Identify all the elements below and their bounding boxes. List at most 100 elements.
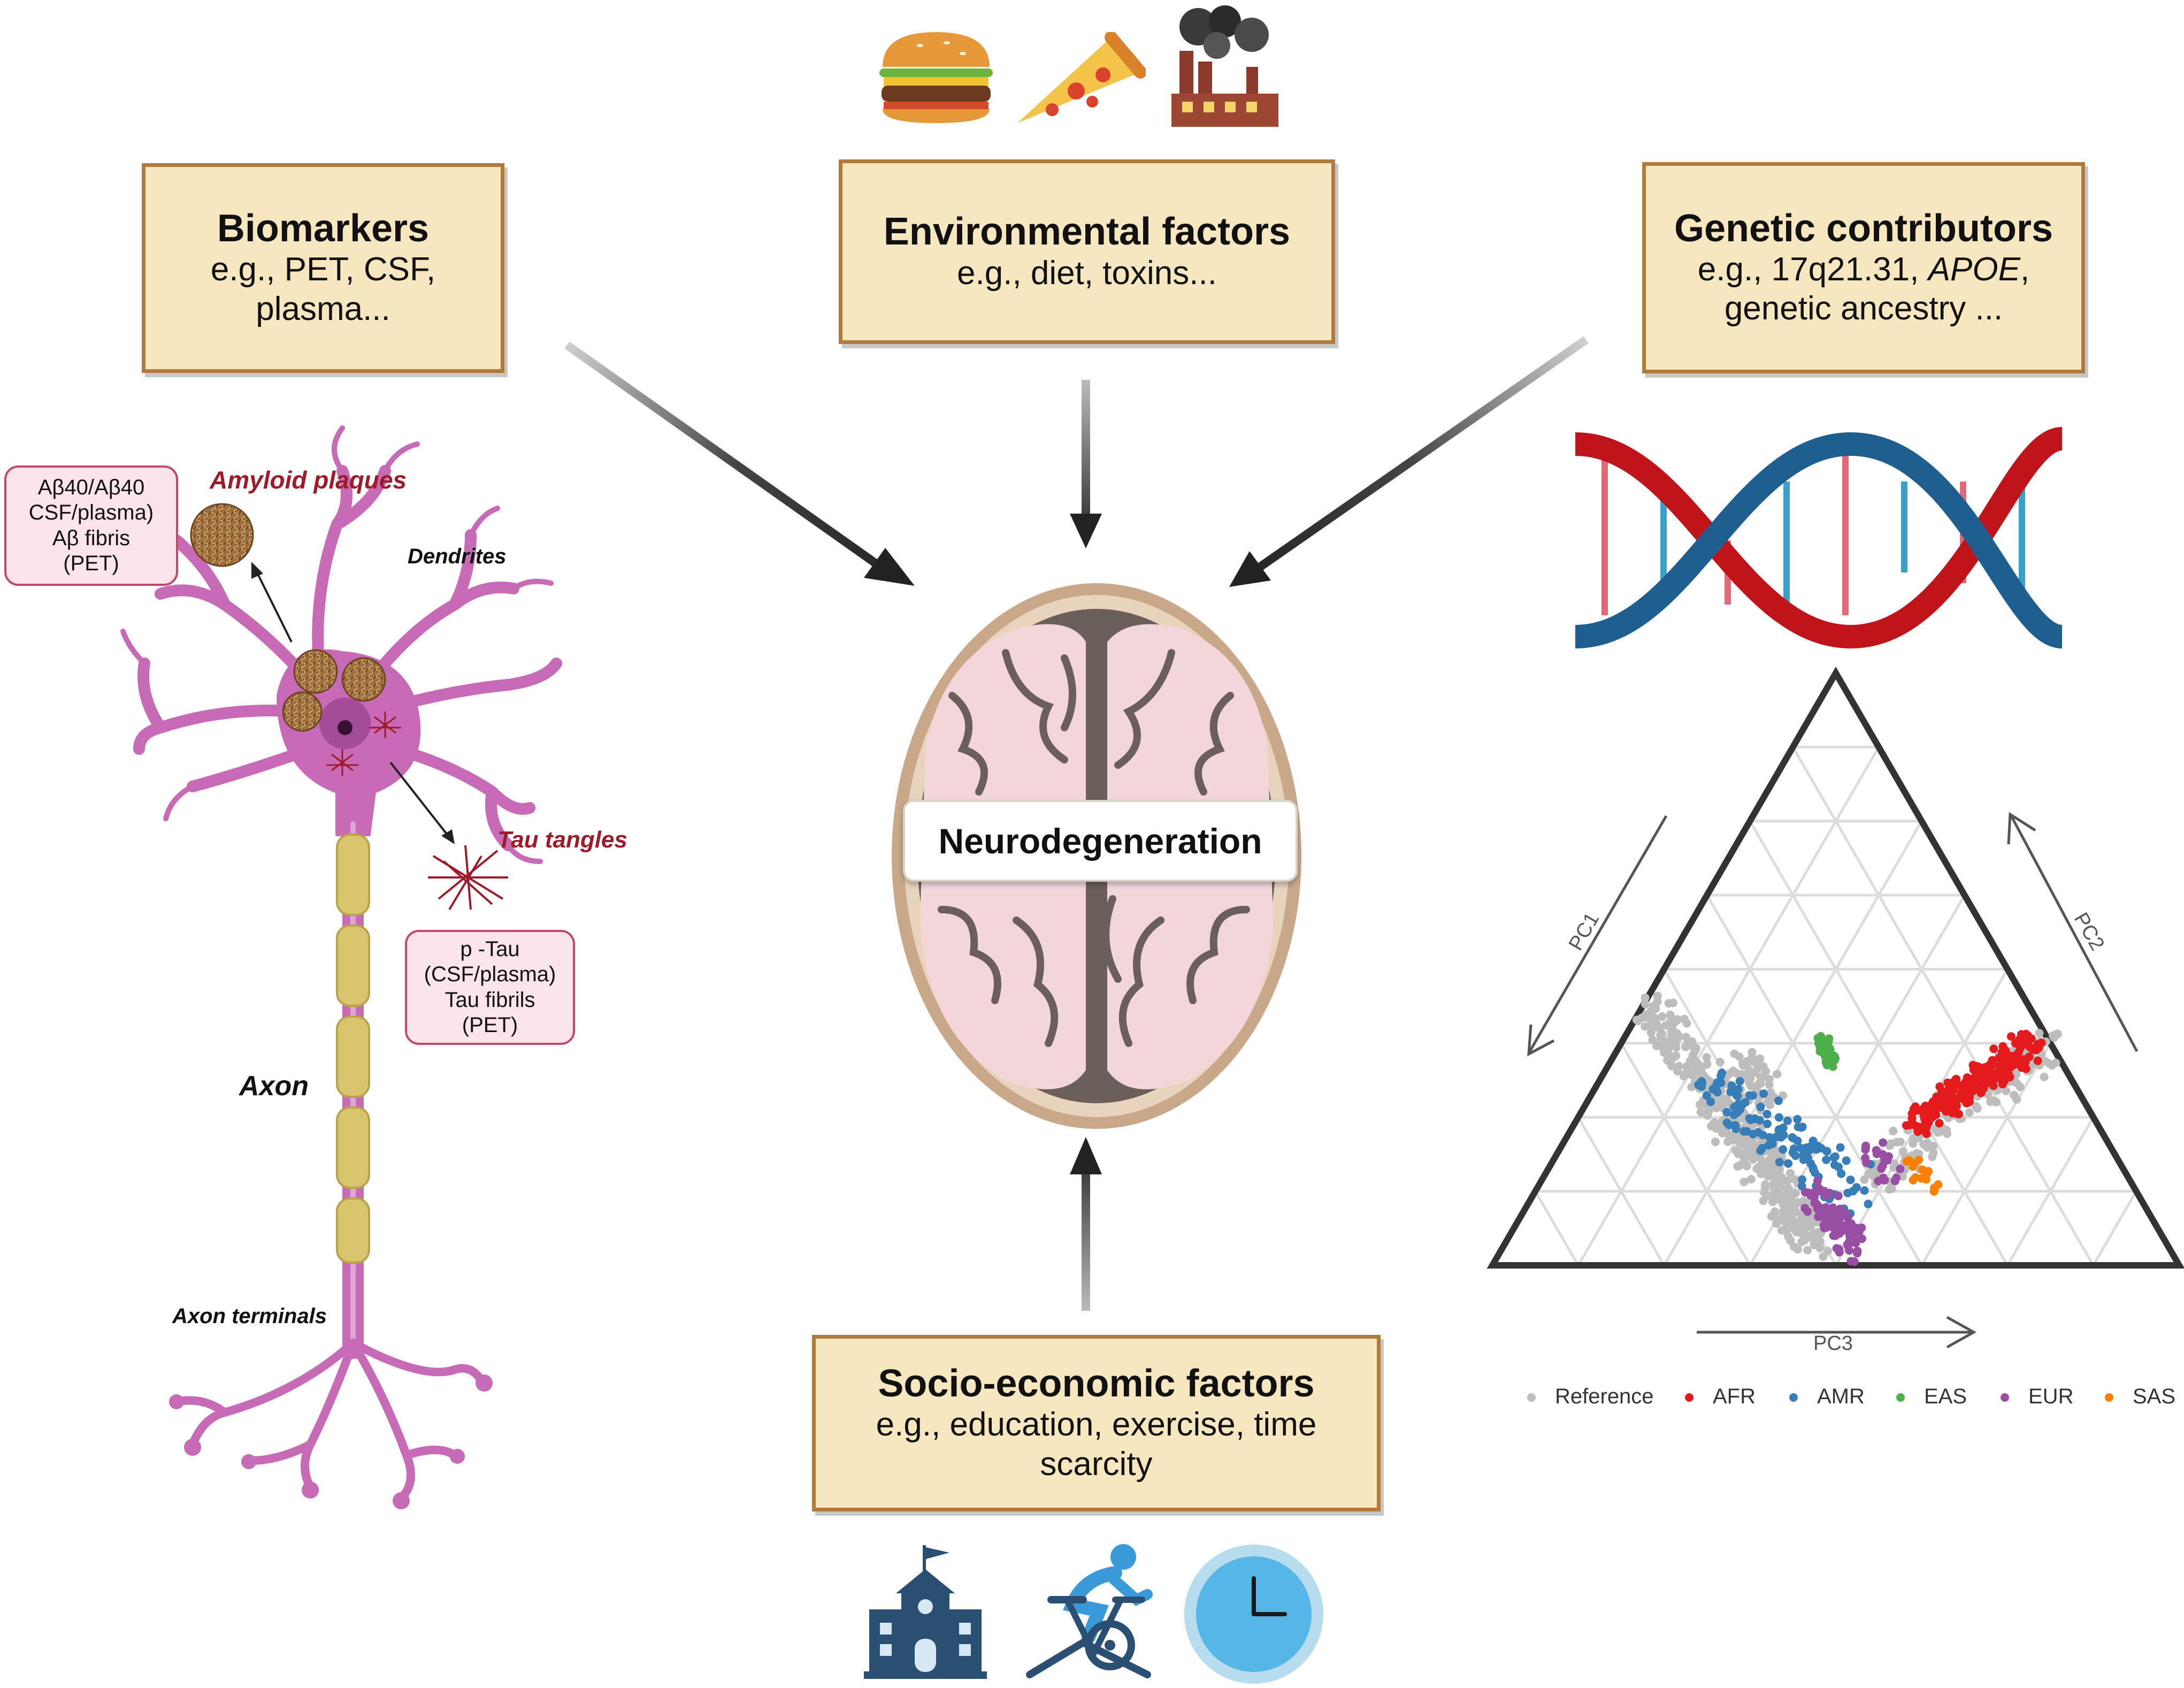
ternary-point-reference <box>1777 1226 1786 1235</box>
ternary-point-afr <box>1988 1056 1997 1065</box>
ternary-point-amr <box>1708 1084 1718 1094</box>
ternary-point-eur <box>1890 1177 1899 1186</box>
ternary-point-amr <box>1759 1089 1768 1098</box>
ternary-point-afr <box>1931 1098 1940 1107</box>
ternary-point-reference <box>1745 1079 1754 1088</box>
legend-dot <box>1527 1393 1536 1402</box>
ternary-point-eur <box>1846 1257 1856 1266</box>
ternary-point-reference <box>1813 1230 1822 1239</box>
ternary-point-reference <box>1790 1206 1799 1215</box>
ternary-point-reference <box>1697 1107 1706 1117</box>
ternary-point-amr <box>1746 1116 1755 1125</box>
axis-label-pc3: PC3 <box>1813 1332 1853 1355</box>
ternary-point-reference <box>1765 1094 1774 1103</box>
legend-dot <box>1685 1393 1693 1402</box>
ternary-point-amr <box>1776 1133 1785 1142</box>
ternary-point-reference <box>1973 1104 1982 1113</box>
ternary-point-reference <box>1819 1252 1828 1261</box>
ternary-point-amr <box>1822 1155 1831 1164</box>
legend-dot <box>1789 1393 1798 1402</box>
environmental-title: Environmental factors <box>883 210 1291 254</box>
ternary-point-amr <box>1749 1091 1757 1100</box>
ternary-point-afr <box>1929 1111 1938 1120</box>
ternary-point-reference <box>1965 1108 1974 1117</box>
socio-economic-title: Socio-economic factors <box>878 1362 1315 1406</box>
ternary-point-amr <box>1706 1097 1715 1106</box>
ternary-point-afr <box>1921 1102 1930 1110</box>
ternary-point-amr <box>1753 1128 1762 1137</box>
ternary-point-eas <box>1819 1041 1828 1049</box>
ternary-point-amr <box>1829 1153 1838 1162</box>
ternary-point-reference <box>1660 1048 1669 1057</box>
ternary-point-afr <box>1976 1088 1986 1097</box>
ternary-point-reference <box>1787 1196 1796 1205</box>
biomarkers-box: Biomarkers e.g., PET, CSF, plasma... <box>142 163 504 373</box>
ternary-point-eur <box>1822 1222 1831 1231</box>
ternary-point-afr <box>1914 1124 1923 1133</box>
ternary-point-afr <box>1968 1086 1977 1095</box>
legend-item-eur: EUR <box>2001 1385 2073 1409</box>
ternary-point-reference <box>1766 1167 1775 1176</box>
arrow-environmental <box>1070 380 1102 548</box>
ternary-point-eur <box>1834 1191 1843 1201</box>
legend-item-amr: AMR <box>1789 1385 1865 1409</box>
ternary-point-reference <box>1679 1072 1688 1081</box>
ternary-point-reference <box>1860 1175 1869 1184</box>
ternary-point-eur <box>1800 1204 1810 1212</box>
ternary-point-reference <box>2035 1029 2044 1037</box>
ternary-point-amr <box>1817 1144 1826 1153</box>
tau-tangles-label: Tau tangles <box>497 827 627 853</box>
myelin-sheaths <box>336 834 370 1264</box>
ternary-point-afr <box>1940 1094 1949 1103</box>
dna-helix-icon <box>1575 427 2064 649</box>
ternary-point-reference <box>1672 1029 1681 1038</box>
neurodegeneration-label: Neurodegeneration <box>903 800 1298 882</box>
ternary-point-reference <box>1690 1056 1699 1065</box>
biomarkers-title: Biomarkers <box>217 207 430 250</box>
ternary-point-amr <box>1800 1146 1809 1155</box>
ternary-point-reference <box>1653 991 1662 1000</box>
ternary-point-reference <box>1765 1075 1774 1083</box>
ternary-point-sas <box>1917 1174 1926 1183</box>
ternary-point-reference <box>1734 1149 1743 1158</box>
ternary-point-reference <box>1669 998 1678 1007</box>
ternary-point-amr <box>1727 1081 1736 1090</box>
ternary-point-eur <box>1853 1247 1862 1256</box>
ternary-point-reference <box>1797 1238 1806 1247</box>
ternary-point-amr <box>1722 1107 1731 1117</box>
socio-economic-line2: scarcity <box>1040 1445 1153 1483</box>
ternary-point-amr <box>1783 1116 1792 1125</box>
ternary-point-reference <box>1775 1185 1783 1194</box>
socio-economic-box: Socio-economic factors e.g., education, … <box>812 1335 1381 1511</box>
ternary-point-reference <box>1687 1082 1696 1091</box>
ternary-point-afr <box>2021 1058 2030 1067</box>
ternary-point-reference <box>1714 1123 1723 1132</box>
ternary-point-reference <box>1756 1072 1765 1081</box>
legend-item-eas: EAS <box>1896 1385 1967 1409</box>
ternary-point-amr <box>1722 1118 1731 1127</box>
ternary-point-afr <box>1998 1042 2007 1051</box>
ternary-point-afr <box>2005 1073 2014 1082</box>
ternary-point-reference <box>1715 1058 1725 1066</box>
ternary-point-reference <box>1772 1213 1780 1223</box>
ternary-point-reference <box>2044 1059 2053 1068</box>
ternary-point-eur <box>1861 1141 1871 1150</box>
ternary-point-amr <box>1843 1188 1852 1197</box>
ternary-point-amr <box>1716 1078 1726 1087</box>
axon-label: Axon <box>239 1071 309 1102</box>
ternary-point-reference <box>1648 1018 1657 1027</box>
ternary-point-eur <box>1810 1193 1819 1202</box>
ternary-point-amr <box>1789 1134 1798 1143</box>
ternary-point-afr <box>1943 1078 1952 1087</box>
ternary-point-reference <box>1746 1175 1756 1183</box>
ternary-point-reference <box>1743 1058 1752 1067</box>
ternary-point-eur <box>1820 1187 1829 1196</box>
ternary-point-reference <box>1703 1059 1712 1068</box>
ternary-point-eur <box>1814 1212 1823 1221</box>
ternary-point-reference <box>1773 1070 1782 1079</box>
ternary-point-amr <box>1756 1146 1765 1155</box>
arrow-socio <box>1070 1137 1102 1311</box>
ternary-point-reference <box>1929 1148 1938 1157</box>
factory-icon <box>1171 5 1278 127</box>
